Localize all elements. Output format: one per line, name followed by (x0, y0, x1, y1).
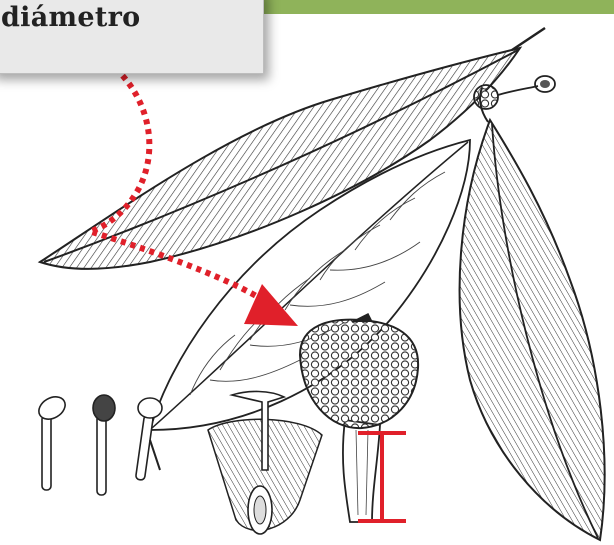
stamen-icon (35, 392, 162, 495)
fruit-head-icon (300, 314, 418, 522)
right-leaf-icon (460, 88, 605, 540)
callout-box: diámetro (0, 0, 264, 74)
callout-label: diámetro (1, 2, 140, 33)
